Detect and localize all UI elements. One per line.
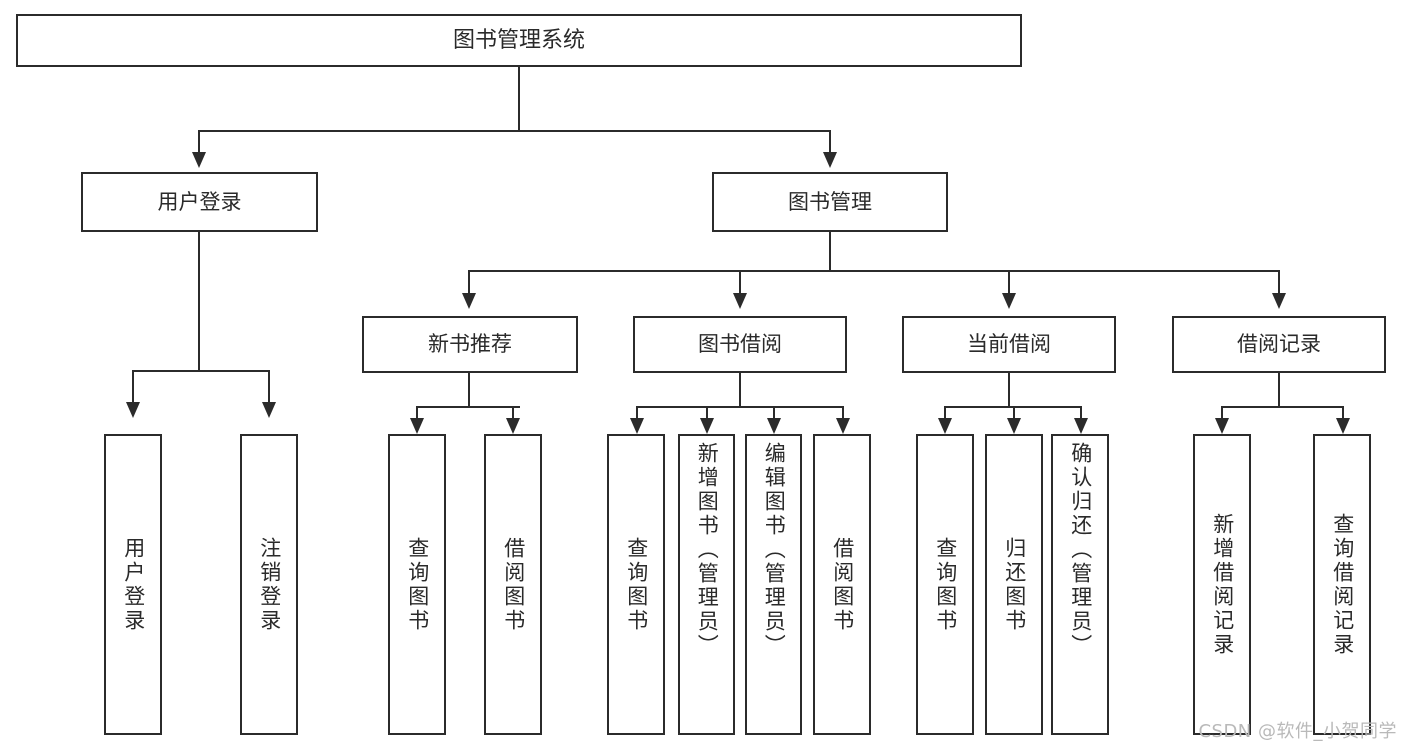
node-label: 新增图书（管理员） (695, 442, 720, 658)
arrowhead-borrow-record (1272, 293, 1286, 309)
connector-current-borrow-stem (1008, 373, 1010, 408)
node-new-book-recommend[interactable]: 新书推荐 (362, 316, 578, 373)
leaf-query-book-recommend[interactable]: 查询图书 (388, 434, 446, 735)
connector-drop-leaf-query-book-2 (636, 406, 638, 426)
arrowhead-book-borrow (733, 293, 747, 309)
connector-current-borrow-bus (944, 406, 1080, 408)
connector-drop-leaf-borrow-book-2 (842, 406, 844, 426)
node-label: 借阅图书 (501, 536, 526, 633)
connector-drop-leaf-return-book (1013, 406, 1015, 426)
connector-drop-leaf-query-record (1342, 406, 1344, 426)
leaf-borrow-book-recommend[interactable]: 借阅图书 (484, 434, 542, 735)
node-root-book-management-system[interactable]: 图书管理系统 (16, 14, 1022, 67)
connector-root-stem (518, 67, 520, 131)
arrowhead-leaf-add-book (700, 418, 714, 434)
connector-drop-borrow-record (1278, 270, 1280, 295)
arrowhead-user-login (192, 152, 206, 168)
leaf-query-book-current[interactable]: 查询图书 (916, 434, 974, 735)
leaf-user-login[interactable]: 用户登录 (104, 434, 162, 735)
node-label: 查询图书 (405, 536, 430, 633)
node-label: 归还图书 (1002, 536, 1027, 633)
connector-book-management-stem (829, 232, 831, 271)
node-label: 查询图书 (624, 536, 649, 633)
leaf-return-book[interactable]: 归还图书 (985, 434, 1043, 735)
node-label: 查询借阅记录 (1330, 512, 1355, 657)
arrowhead-book-management (823, 152, 837, 168)
connector-new-book-bus (416, 406, 520, 408)
node-label: 新书推荐 (428, 332, 512, 357)
arrowhead-leaf-return-book (1007, 418, 1021, 434)
node-label: 确认归还（管理员） (1068, 442, 1093, 658)
leaf-borrow-book[interactable]: 借阅图书 (813, 434, 871, 735)
connector-drop-new-book (468, 270, 470, 295)
leaf-query-borrow-record[interactable]: 查询借阅记录 (1313, 434, 1371, 735)
arrowhead-leaf-query-book-2 (630, 418, 644, 434)
arrowhead-leaf-confirm-return (1074, 418, 1088, 434)
connector-drop-book-management (829, 130, 831, 154)
leaf-logout[interactable]: 注销登录 (240, 434, 298, 735)
node-borrow-record[interactable]: 借阅记录 (1172, 316, 1386, 373)
leaf-query-book-borrow[interactable]: 查询图书 (607, 434, 665, 735)
node-label: 图书借阅 (698, 332, 782, 357)
connector-drop-book-borrow (739, 270, 741, 295)
node-label: 用户登录 (157, 189, 242, 214)
watermark-text: CSDN @软件_小贺同学 (1198, 721, 1397, 742)
connector-borrow-record-bus (1221, 406, 1342, 408)
connector-drop-leaf-confirm-return (1080, 406, 1082, 426)
node-user-login[interactable]: 用户登录 (81, 172, 318, 232)
connector-drop-leaf-borrow-book-1 (512, 406, 514, 426)
connector-drop-leaf-query-book-3 (944, 406, 946, 426)
connector-user-login-bus (132, 370, 269, 372)
node-label: 编辑图书（管理员） (762, 442, 787, 658)
connector-drop-leaf-edit-book (773, 406, 775, 426)
node-label: 借阅记录 (1237, 332, 1321, 357)
node-label: 图书管理 (788, 189, 872, 214)
arrowhead-leaf-add-record (1215, 418, 1229, 434)
node-label: 用户登录 (121, 536, 146, 633)
arrowhead-leaf-query-book-3 (938, 418, 952, 434)
node-label: 图书管理系统 (452, 27, 585, 53)
connector-drop-leaf-user-login (132, 370, 134, 404)
node-label: 新增借阅记录 (1210, 512, 1235, 657)
arrowhead-leaf-logout (262, 402, 276, 418)
node-label: 注销登录 (257, 536, 282, 633)
arrowhead-leaf-borrow-book-1 (506, 418, 520, 434)
leaf-add-book-admin[interactable]: 新增图书（管理员） (678, 434, 735, 735)
connector-drop-leaf-query-book-1 (416, 406, 418, 426)
leaf-edit-book-admin[interactable]: 编辑图书（管理员） (745, 434, 802, 735)
connector-drop-leaf-add-record (1221, 406, 1223, 426)
connector-level2-bus (198, 130, 831, 132)
node-book-borrow[interactable]: 图书借阅 (633, 316, 847, 373)
node-book-management[interactable]: 图书管理 (712, 172, 948, 232)
connector-level3-bus (468, 270, 1280, 272)
arrowhead-leaf-edit-book (767, 418, 781, 434)
leaf-add-borrow-record[interactable]: 新增借阅记录 (1193, 434, 1251, 735)
connector-drop-leaf-logout (268, 370, 270, 404)
arrowhead-leaf-query-record (1336, 418, 1350, 434)
arrowhead-leaf-user-login (126, 402, 140, 418)
arrowhead-leaf-borrow-book-2 (836, 418, 850, 434)
connector-drop-current-borrow (1008, 270, 1010, 295)
connector-drop-leaf-add-book (706, 406, 708, 426)
connector-new-book-stem (468, 373, 470, 408)
node-current-borrow[interactable]: 当前借阅 (902, 316, 1116, 373)
arrowhead-current-borrow (1002, 293, 1016, 309)
connector-book-borrow-stem (739, 373, 741, 408)
arrowhead-leaf-query-book-1 (410, 418, 424, 434)
connector-user-login-stem (198, 232, 200, 371)
node-label: 借阅图书 (830, 536, 855, 633)
leaf-confirm-return-admin[interactable]: 确认归还（管理员） (1051, 434, 1109, 735)
connector-book-borrow-bus (636, 406, 842, 408)
node-label: 当前借阅 (967, 332, 1051, 357)
connector-drop-user-login (198, 130, 200, 154)
arrowhead-new-book (462, 293, 476, 309)
connector-borrow-record-stem (1278, 373, 1280, 408)
node-label: 查询图书 (933, 536, 958, 633)
